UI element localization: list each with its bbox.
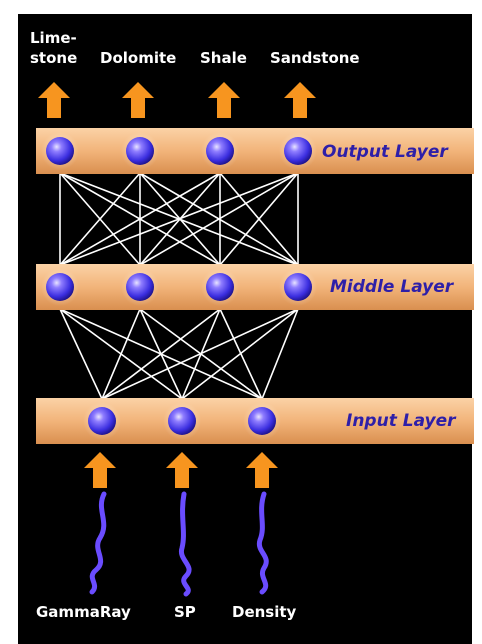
input-node-2 (168, 407, 196, 435)
input-arrows (84, 452, 278, 488)
connection-line (59, 172, 299, 266)
middle-node-1 (46, 273, 74, 301)
connection-line (101, 308, 221, 400)
sp-log-curve (178, 491, 192, 597)
neuron-nodes (41, 132, 317, 440)
middle-node-2 (126, 273, 154, 301)
output-layer-label: Output Layer (322, 142, 449, 162)
connection-line (181, 308, 299, 400)
connection-line (59, 308, 103, 400)
density-log-curve (256, 491, 269, 595)
middle-node-3 (206, 273, 234, 301)
connection-line (219, 172, 299, 266)
up-arrow-icon-input-1 (84, 452, 116, 488)
connections-output-middle (59, 172, 299, 266)
connection-line (101, 308, 299, 400)
output-label-dolomite: Dolomite (100, 49, 177, 67)
up-arrow-icon-output-1 (38, 82, 70, 118)
input-label-gammaray: GammaRay (36, 603, 131, 621)
input-layer-label: Input Layer (346, 411, 457, 431)
middle-layer-bar (36, 264, 474, 310)
input-label-sp: SP (174, 603, 196, 621)
connection-line (59, 172, 141, 266)
output-layer-bar (36, 128, 474, 174)
output-arrows (38, 82, 316, 118)
output-label-shale: Shale (200, 49, 247, 67)
up-arrow-icon-input-3 (246, 452, 278, 488)
up-arrow-icon-output-4 (284, 82, 316, 118)
up-arrow-icon-output-2 (122, 82, 154, 118)
middle-node-4 (284, 273, 312, 301)
output-node-4 (284, 137, 312, 165)
up-arrow-icon-output-3 (208, 82, 240, 118)
output-node-1 (46, 137, 74, 165)
connections-middle-input (59, 308, 299, 400)
up-arrow-icon-input-2 (166, 452, 198, 488)
output-node-2 (126, 137, 154, 165)
diagram-panel (18, 14, 472, 644)
connection-line (101, 308, 141, 400)
connection-line (261, 308, 299, 400)
gammaray-log-curve (89, 491, 107, 595)
input-node-1 (88, 407, 116, 435)
output-node-3 (206, 137, 234, 165)
connection-line (59, 172, 221, 266)
input-label-density: Density (232, 603, 297, 621)
output-label-limestone-line2: stone (30, 49, 78, 67)
middle-layer-label: Middle Layer (330, 277, 455, 297)
output-label-sandstone: Sandstone (270, 49, 360, 67)
output-label-limestone-line1: Lime- (30, 29, 77, 47)
connection-line (139, 172, 299, 266)
input-node-3 (248, 407, 276, 435)
